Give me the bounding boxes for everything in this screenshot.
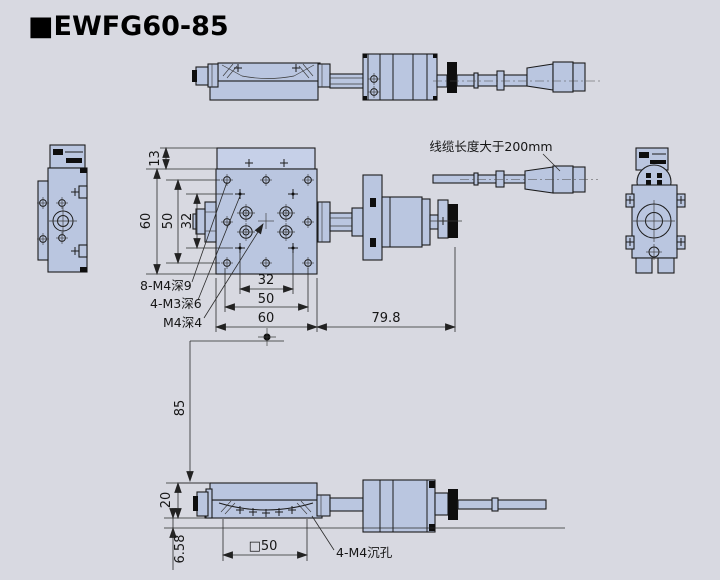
dim-50-vertical: 50	[161, 213, 176, 230]
label-m4-deep4: M4深4	[163, 315, 202, 330]
plan-view: 13 60 50 32 32 50 60 8-M4深9 4-M3深6 M4深4	[139, 146, 319, 332]
dim-50-horizontal: 50	[258, 292, 275, 307]
dim-20: 20	[159, 492, 174, 509]
cable-length-note: 线缆长度大于200mm	[429, 139, 552, 154]
label-4-m4-counterbore: 4-M4沉孔	[336, 545, 393, 560]
dim-6-58: 6.58	[173, 535, 188, 564]
dim-60-horizontal: 60	[258, 311, 275, 326]
dim-square-50: □50	[249, 539, 278, 554]
dim-60-vertical: 60	[139, 213, 154, 230]
right-side-view	[625, 147, 686, 274]
dim-32-horizontal: 32	[258, 273, 275, 288]
dim-79-8: 79.8	[372, 311, 401, 326]
motor-assembly: 线缆长度大于200mm 79.8	[315, 139, 598, 332]
dim-13: 13	[148, 150, 163, 167]
left-side-view	[36, 144, 88, 273]
label-8-m4-deep9: 8-M4深9	[140, 278, 192, 293]
knob-bottom	[448, 489, 458, 520]
dim-85: 85	[173, 400, 188, 417]
page-title: ■EWFG60-85	[28, 11, 229, 42]
label-4-m3-deep6: 4-M3深6	[150, 296, 202, 311]
front-view: 85 20 6.58 □50 4-M4沉孔	[159, 328, 565, 570]
plan-hole-pattern	[220, 173, 315, 270]
top-view	[192, 53, 600, 101]
knob-top	[447, 62, 457, 93]
dim-32-vertical: 32	[180, 213, 195, 230]
